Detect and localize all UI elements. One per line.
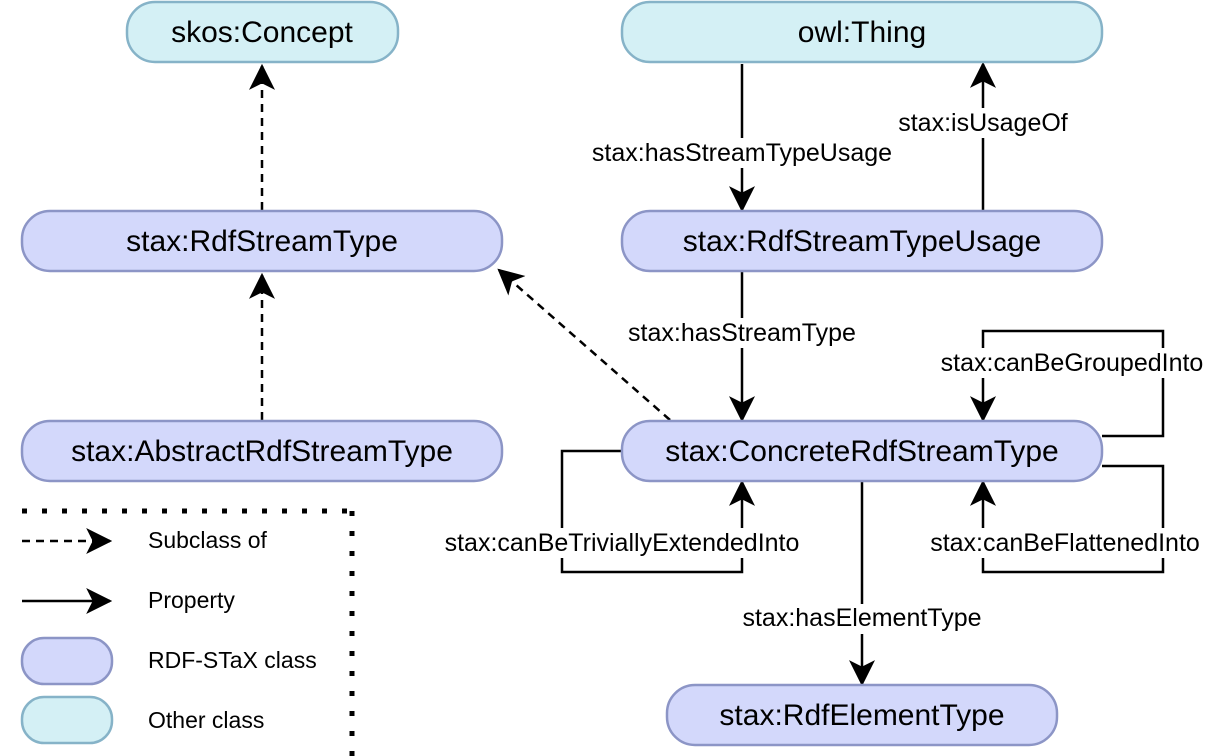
node-abstract-rdf-stream-type: stax:AbstractRdfStreamType	[20, 419, 504, 483]
label-is-usage-of: stax:isUsageOf	[898, 109, 1068, 137]
legend-rdf-stax-swatch	[20, 636, 114, 686]
legend-rdf-stax-label: RDF-STaX class	[148, 647, 317, 673]
legend: Subclass of Property RDF-STaX class Othe…	[20, 508, 355, 756]
node-rdf-element-type: stax:RdfElementType	[665, 683, 1059, 747]
node-rdf-stream-type-usage: stax:RdfStreamTypeUsage	[620, 209, 1104, 273]
subclass-edge-concrete-to-rdfstreamtype	[497, 268, 671, 421]
legend-other-label: Other class	[148, 707, 264, 733]
node-rdf-stream-type-usage-label: stax:RdfStreamTypeUsage	[683, 225, 1042, 258]
node-concrete-rdf-stream-type: stax:ConcreteRdfStreamType	[620, 419, 1104, 483]
label-has-element-type: stax:hasElementType	[742, 604, 981, 632]
node-owl-thing: owl:Thing	[620, 0, 1104, 64]
node-rdf-stream-type: stax:RdfStreamType	[20, 209, 504, 273]
node-skos-concept: skos:Concept	[125, 0, 400, 64]
edge-labels: stax:hasStreamTypeUsage stax:isUsageOf s…	[406, 108, 1228, 634]
label-has-stream-type-usage: stax:hasStreamTypeUsage	[592, 139, 892, 167]
label-can-be-grouped-into: stax:canBeGroupedInto	[941, 349, 1204, 377]
node-rdf-element-type-label: stax:RdfElementType	[719, 699, 1004, 732]
nodes: skos:Concept owl:Thing stax:RdfStreamTyp…	[20, 0, 1104, 747]
node-abstract-rdf-stream-type-label: stax:AbstractRdfStreamType	[71, 435, 453, 468]
node-owl-thing-label: owl:Thing	[798, 16, 926, 49]
legend-other-swatch	[20, 695, 114, 745]
node-concrete-rdf-stream-type-label: stax:ConcreteRdfStreamType	[665, 435, 1059, 468]
label-can-be-flattened-into: stax:canBeFlattenedInto	[930, 529, 1200, 557]
node-rdf-stream-type-label: stax:RdfStreamType	[126, 225, 398, 258]
legend-subclass-label: Subclass of	[148, 527, 268, 553]
node-skos-concept-label: skos:Concept	[171, 16, 353, 49]
label-has-stream-type: stax:hasStreamType	[628, 319, 856, 347]
legend-property-label: Property	[148, 587, 235, 613]
label-can-be-trivially-extended-into: stax:canBeTriviallyExtendedInto	[445, 529, 800, 557]
